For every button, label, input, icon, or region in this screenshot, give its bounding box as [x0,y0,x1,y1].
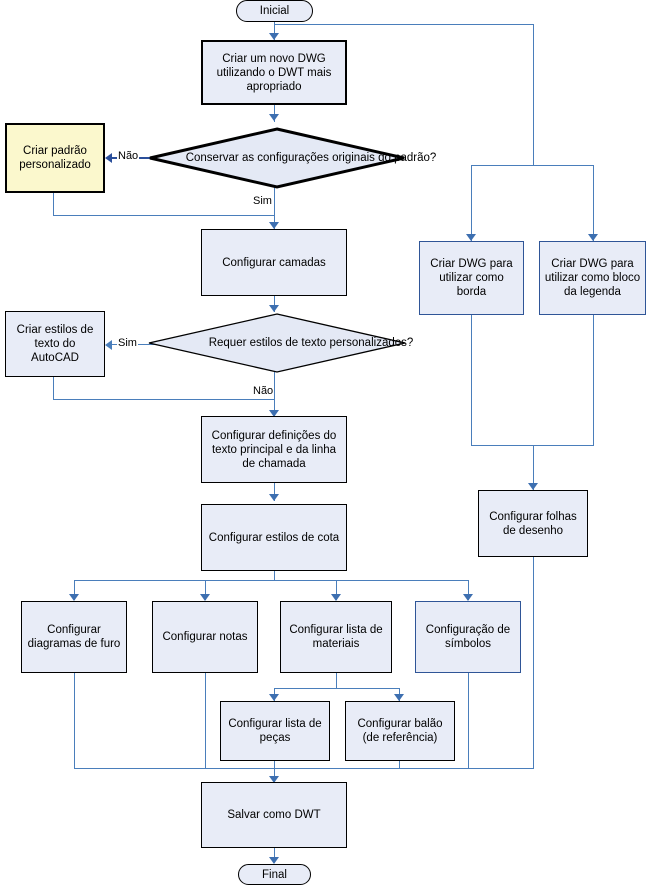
node-decision-text[interactable]: Requer estilos de texto personalizados? [147,313,413,373]
node-hole-charts[interactable]: Configurar diagramas de furo [21,601,127,673]
connector-merge-to-save [274,768,275,782]
connector-to-border-dwg [471,165,472,241]
connector-bom-split-bar [274,688,399,689]
arrowhead-createdwg [269,33,279,40]
node-bom[interactable]: Configurar lista de materiais [280,601,392,673]
connector-balloon-down [399,761,400,768]
connector-createdwg-to-decision1 [274,105,275,122]
connector-fan-to-symbols [468,580,469,600]
node-text-styles[interactable]: Criar estilos de texto do AutoCAD [5,311,105,377]
node-decision-text-label: Requer estilos de texto personalizados? [208,337,414,349]
connector-decision2-nao [274,372,275,416]
arrowhead-text-defs [269,410,279,417]
node-sheets[interactable]: Configurar folhas de desenho [478,490,588,557]
node-parts-list[interactable]: Configurar lista de peças [220,701,330,761]
connector-bom-down [336,673,337,688]
arrowhead-decision1 [269,114,279,121]
connector-text-styles-down [53,377,54,399]
connector-sheets-down [533,557,534,768]
diamond-shape-standard [149,127,405,189]
node-custom-standard[interactable]: Criar padrão personalizado [5,123,105,193]
arrowhead-bom [331,594,341,601]
node-create-dwg[interactable]: Criar um novo DWG utilizando o DWT mais … [201,40,347,105]
connector-partslist-down [274,761,275,768]
arrowhead-sheets [528,483,538,490]
connector-custom-standard-return [53,215,274,216]
connector-to-legend-dwg [593,165,594,241]
node-dim-styles[interactable]: Configurar estilos de cota [201,504,347,571]
edge-label-nao-standard: Não [117,150,140,162]
connector-fan-to-notes [205,580,206,600]
connector-symbols-down [468,673,469,768]
node-notes[interactable]: Configurar notas [152,601,258,673]
node-symbols[interactable]: Configuração de símbolos [415,601,521,673]
node-save-dwt[interactable]: Salvar como DWT [201,782,347,848]
connector-notes-down [205,673,206,768]
node-decision-standard-label: Conservar as configurações originais do … [185,152,437,164]
arrowhead-symbols [463,594,473,601]
edge-label-sim-standard: Sim [252,195,273,207]
connector-holecharts-down [74,673,75,768]
arrowhead-layers [269,222,279,229]
node-end[interactable]: Final [238,864,311,885]
connector-start-right [274,24,533,25]
connector-decision1-sim [274,186,275,229]
connector-right-split-bar [471,165,594,166]
arrowhead-legend-dwg [588,234,598,241]
arrowhead-custom-standard [105,153,112,163]
arrowhead-border-dwg [466,234,476,241]
arrowhead-parts-list [269,694,279,701]
edge-label-sim-text: Sim [117,337,138,349]
connector-custom-standard-down [53,193,54,215]
connector-textdefs-to-dimstyles [274,483,275,501]
connector-dwg-merge-bar [471,445,594,446]
node-border-dwg[interactable]: Criar DWG para utilizar como borda [419,241,524,315]
connector-right-trunk [533,24,534,166]
connector-merge-to-sheets [533,445,534,490]
arrowhead-balloon [394,694,404,701]
node-layers[interactable]: Configurar camadas [201,229,347,296]
arrowhead-save-dwt [269,776,279,783]
node-start[interactable]: Inicial [236,0,313,22]
arrowhead-text-styles [105,340,112,350]
connector-border-dwg-down [471,315,472,445]
connector-legend-dwg-down [593,315,594,445]
connector-fan-to-bom [336,580,337,600]
arrowhead-hole-charts [69,594,79,601]
connector-save-to-end [274,848,275,862]
connector-dimstyles-down [274,571,275,581]
connector-text-styles-return [53,399,274,400]
connector-layers-to-decision2 [274,296,275,312]
node-text-defs[interactable]: Configurar definições do texto principal… [201,416,347,483]
edge-label-nao-text: Não [252,385,275,397]
connector-bottom-merge-rail [74,768,534,769]
arrowhead-end [269,857,279,864]
connector-fan-to-holecharts [74,580,75,600]
connector-start-to-createdwg [274,22,275,42]
connector-fan-bar [74,580,468,581]
arrowhead-notes [200,594,210,601]
node-balloon[interactable]: Configurar balão (de referência) [345,701,455,761]
diamond-shape-text [148,313,406,373]
arrowhead-decision2 [269,305,279,312]
node-legend-dwg[interactable]: Criar DWG para utilizar como bloco da le… [539,241,646,315]
node-decision-standard[interactable]: Conservar as configurações originais do … [147,127,436,189]
arrowhead-dim-styles [269,494,279,501]
